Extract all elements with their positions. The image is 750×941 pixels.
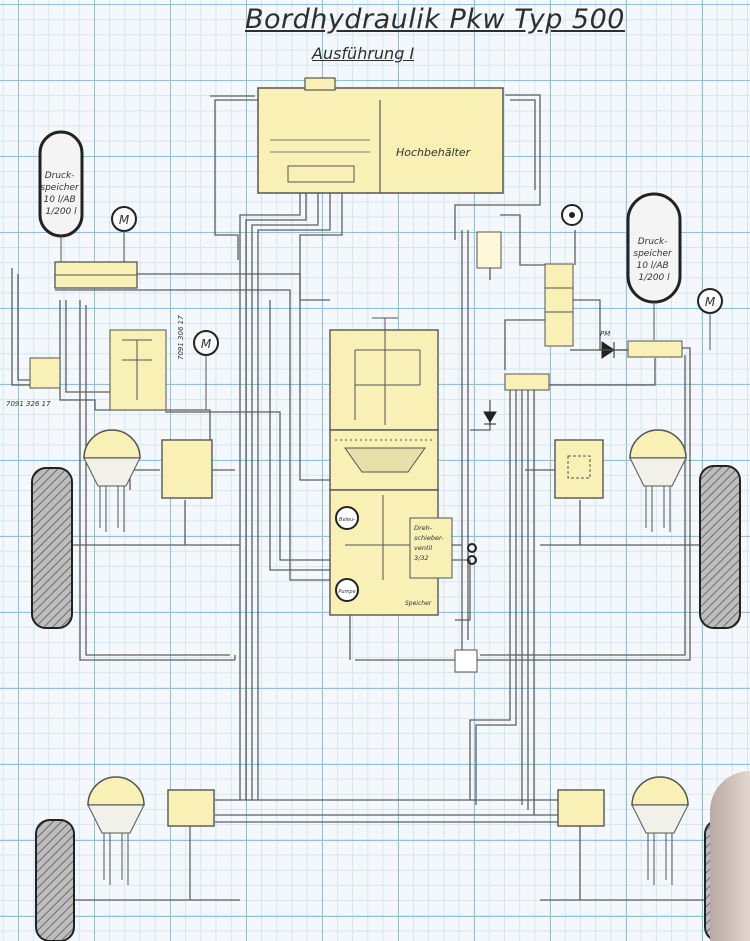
accumulator-right-line-4: 1/200 l	[638, 273, 670, 283]
reservoir-label: Hochbehälter	[396, 146, 472, 159]
pipe	[239, 180, 301, 800]
check-valve-center	[483, 411, 497, 425]
pipe	[245, 180, 307, 800]
manometer-left: M	[111, 206, 137, 265]
valve-block-right	[544, 263, 574, 347]
central-block: Beleu- Pumpe Dreh- schieber- ventil 3/32…	[329, 317, 477, 616]
brake-cylinder-rear-left	[167, 789, 215, 827]
pipe	[469, 390, 511, 800]
tire-rear-left	[35, 819, 75, 941]
brake-unit-front-right	[629, 429, 687, 532]
pipe	[269, 300, 330, 571]
pipe	[55, 273, 330, 301]
accumulator-left-line-4: 1/200 l	[45, 207, 77, 217]
diagram-subtitle: Ausführung I	[312, 44, 415, 63]
manometer-right-label: M	[705, 295, 716, 309]
accumulator-right-line-2: speicher	[633, 249, 673, 259]
pipe	[85, 305, 230, 656]
valve-block-left	[29, 357, 61, 389]
pipe	[251, 180, 319, 800]
manometer-left-label: M	[119, 213, 130, 227]
ring-bottom-label: Pumpe	[338, 589, 355, 595]
svg-text:Druck- speicher 10: Druck- speicher 10 l/AB 1/200 l	[633, 237, 674, 283]
tire-front-left	[31, 467, 73, 629]
manometer-middle: M	[193, 330, 219, 410]
presenter-silhouette	[710, 771, 750, 941]
part-left-valve: 7091 326 17	[6, 400, 51, 408]
pressure-switch	[561, 204, 583, 226]
brake-cylinder-rear-right	[557, 789, 605, 827]
tire-front-right	[699, 465, 741, 629]
accumulator-left: Druck- speicher 10 l/AB 1/200 l	[38, 130, 84, 262]
distributor-right	[627, 340, 683, 358]
manometer-middle-label: M	[201, 337, 212, 351]
pipe	[129, 469, 160, 490]
pipe	[289, 310, 330, 581]
valve-label: PM	[600, 330, 610, 338]
brake-unit-rear-right	[631, 776, 689, 885]
pipe	[65, 300, 110, 393]
part-block-label: 7091 306 17	[177, 315, 185, 360]
accumulator-left-line-1: Druck-	[45, 171, 75, 181]
pipe	[214, 99, 258, 260]
pipe	[470, 347, 691, 661]
pipe	[17, 274, 35, 381]
pipe	[59, 300, 96, 410]
side-label-4: 3/32	[414, 554, 429, 562]
pipe	[520, 358, 656, 386]
pipe	[299, 180, 343, 481]
brake-unit-front-left	[83, 429, 141, 532]
svg-text:Druck- speicher 10: Druck- speicher 10 l/AB 1/200 l	[40, 171, 81, 217]
side-label-3: ventil	[414, 544, 432, 552]
steering-valve-front-right	[554, 439, 604, 499]
side-label-1: Dreh-	[414, 524, 433, 532]
reservoir-tank: Hochbehälter	[257, 77, 504, 194]
accumulator-right-line-1: Druck-	[638, 237, 668, 247]
brake-cylinder-front-left	[161, 439, 213, 499]
pipe	[165, 411, 330, 561]
pipe	[475, 390, 517, 805]
pipe	[470, 400, 491, 431]
side-label-2: schieber-	[414, 534, 444, 542]
pipe	[504, 319, 545, 370]
ring-top-label: Beleu-	[339, 517, 355, 523]
pipe	[454, 94, 541, 240]
brake-unit-rear-left	[87, 776, 145, 885]
accumulator-right: Druck- speicher 10 l/AB 1/200 l	[626, 192, 682, 340]
filter-box	[476, 231, 502, 269]
diagram-title: Bordhydraulik Pkw Typ 500	[245, 4, 625, 35]
pipe	[440, 559, 471, 621]
manometer-right: M	[697, 288, 723, 350]
connector-lower	[454, 649, 478, 673]
svg-text:Dreh- schieber- ve: Dreh- schieber- ventil 3/32	[414, 524, 446, 562]
pipe	[257, 180, 331, 800]
foot-label: Speicher	[405, 600, 432, 607]
accumulator-left-line-2: speicher	[40, 183, 80, 193]
pipe	[55, 289, 291, 310]
accumulator-right-line-3: 10 l/AB	[636, 261, 668, 271]
pipe	[79, 300, 235, 661]
pipe	[500, 214, 545, 266]
distributor-center	[504, 373, 550, 391]
pipe	[11, 268, 30, 386]
accumulator-left-line-3: 10 l/AB	[43, 195, 75, 205]
pipe	[480, 355, 686, 656]
pipe	[510, 99, 536, 190]
control-block-left	[109, 329, 167, 411]
pipe	[570, 299, 630, 351]
